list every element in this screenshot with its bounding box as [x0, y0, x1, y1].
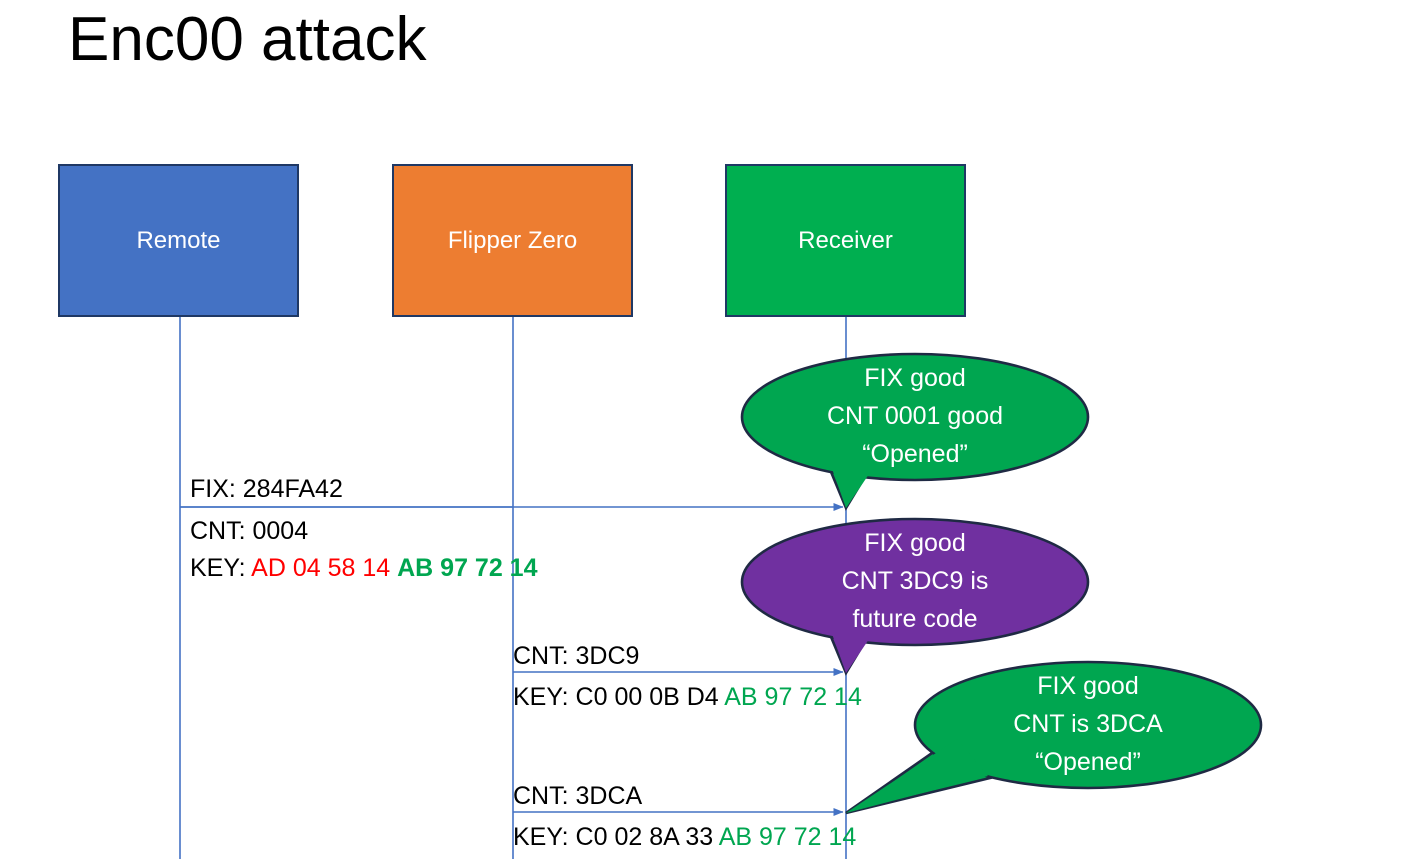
message-3-key-prefix: KEY: C0 02 8A 33 — [513, 823, 719, 851]
message-1-key-label: KEY: AD 04 58 14 AB 97 72 14 — [190, 549, 537, 587]
message-2-key-green-bytes: AB 97 72 14 — [724, 683, 862, 711]
message-2-key-prefix: KEY: C0 00 0B D4 — [513, 683, 725, 711]
message-1-key-prefix: KEY: — [190, 554, 252, 582]
actor-box-receiver[interactable]: Receiver — [725, 164, 966, 317]
message-2-key-label: KEY: C0 00 0B D4 AB 97 72 14 — [513, 678, 862, 716]
page-title: Enc00 attack — [68, 5, 427, 74]
actor-label-receiver: Receiver — [798, 226, 893, 254]
message-3-cnt-label: CNT: 3DCA — [513, 782, 643, 810]
message-1-cnt-label: CNT: 0004 — [190, 517, 309, 545]
message-3-key-label: KEY: C0 02 8A 33 AB 97 72 14 — [513, 818, 856, 856]
actor-box-flipper[interactable]: Flipper Zero — [392, 164, 633, 317]
message-2-cnt-label: CNT: 3DC9 — [513, 642, 640, 670]
actor-box-remote[interactable]: Remote — [58, 164, 299, 317]
message-1-key-red-bytes: AD 04 58 14 — [251, 554, 398, 582]
callout-bubble-2 — [740, 517, 1090, 676]
message-1-key-green-bytes: AB 97 72 14 — [397, 554, 538, 582]
callout-bubble-1 — [740, 352, 1090, 511]
callout-bubble-3 — [845, 660, 1263, 815]
actor-label-flipper: Flipper Zero — [447, 226, 578, 254]
actor-label-remote: Remote — [136, 226, 221, 254]
message-3-key-green-bytes: AB 97 72 14 — [718, 823, 857, 851]
message-1-fix-label: FIX: 284FA42 — [190, 475, 343, 503]
